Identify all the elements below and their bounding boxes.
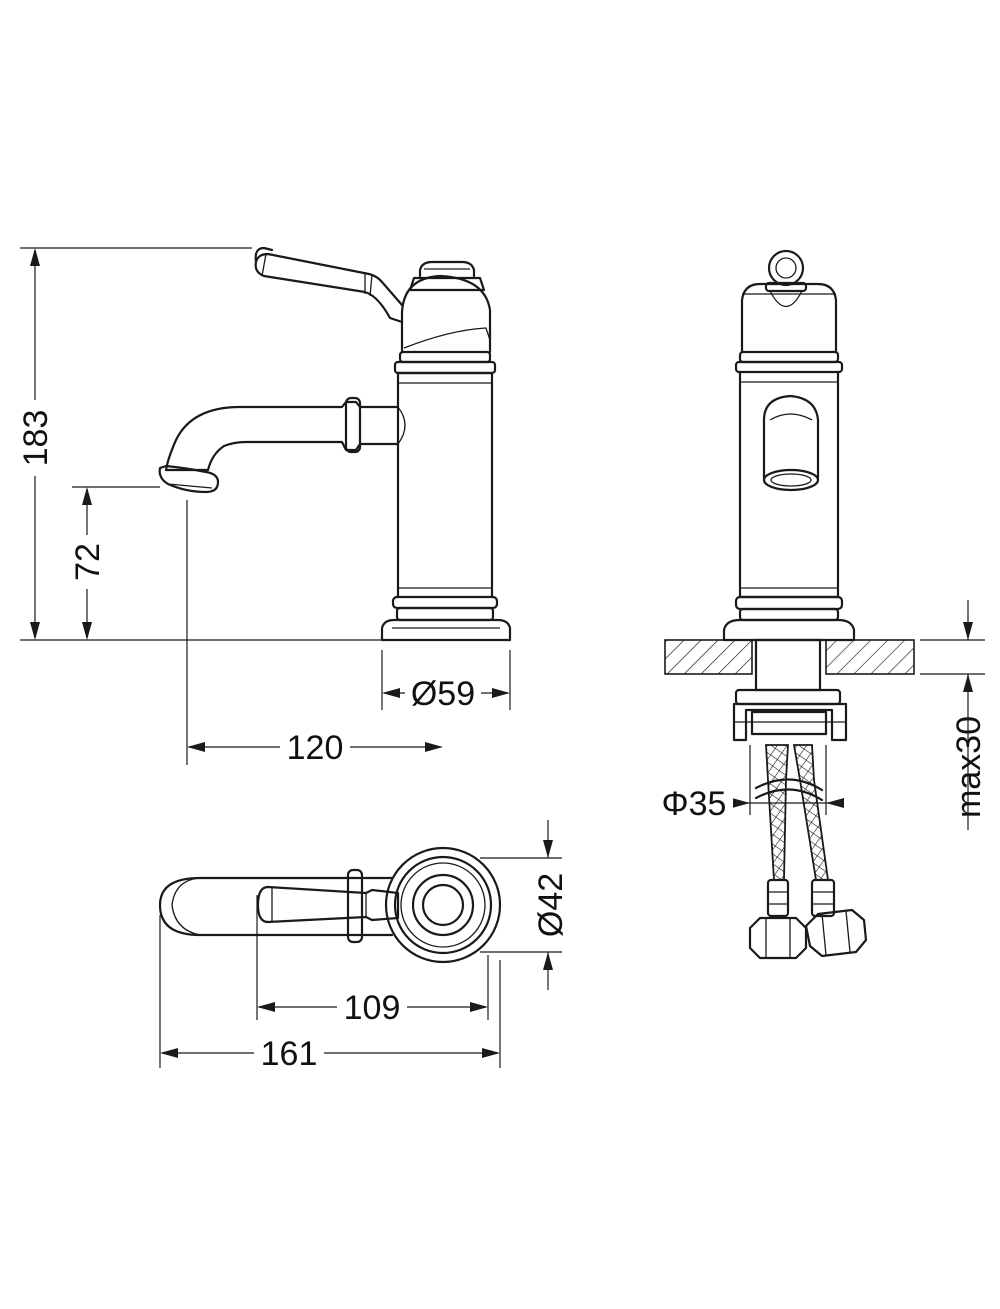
dimension-label-overall-length: 161 xyxy=(261,1035,318,1073)
dimension-hose-diameter: Φ35 xyxy=(655,745,844,823)
dimension-label-top-diameter: Ø42 xyxy=(532,873,570,937)
front-view xyxy=(664,249,915,960)
side-view xyxy=(158,246,512,642)
dimension-spout-height: 72 xyxy=(69,486,160,640)
dimension-label-spout-height: 72 xyxy=(69,543,107,581)
dimension-label-spout-reach: 120 xyxy=(287,729,344,767)
dimension-label-total-height: 183 xyxy=(17,410,55,467)
top-view xyxy=(158,846,502,964)
dimension-top-diameter: Ø42 xyxy=(480,820,570,990)
dimension-max-deck-thickness: max30 xyxy=(920,600,988,830)
dimension-label-base-diameter: Ø59 xyxy=(411,675,475,713)
dimension-label-max-deck-thickness: max30 xyxy=(950,716,988,818)
dimension-label-handle-length: 109 xyxy=(344,989,401,1027)
dimension-overall-length: 161 xyxy=(159,915,501,1073)
dimension-handle-length: 109 xyxy=(256,895,489,1027)
dimension-total-height: 183 xyxy=(17,247,382,641)
dimension-label-hose-diameter: Φ35 xyxy=(662,785,727,823)
dimension-base-diameter: Ø59 xyxy=(381,650,511,713)
dimension-spout-reach: 120 xyxy=(186,500,443,767)
